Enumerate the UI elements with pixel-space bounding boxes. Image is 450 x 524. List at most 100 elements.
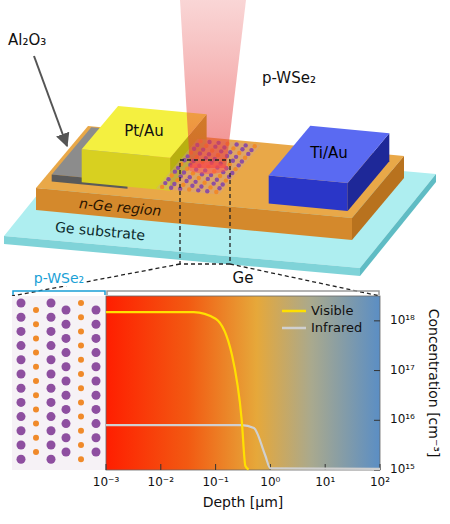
atom (199, 184, 203, 188)
atom (220, 182, 224, 186)
atom (190, 183, 194, 187)
atom (231, 158, 235, 162)
atom (17, 398, 26, 407)
plot-frame (106, 296, 380, 470)
atom (181, 183, 185, 187)
atom (188, 175, 192, 179)
layer-label: Pt/Au (124, 123, 164, 140)
x-tick (106, 464, 107, 470)
tick-label: 10⁰ (260, 476, 280, 490)
atom (173, 169, 177, 173)
atom (196, 188, 200, 192)
beam-spot (188, 162, 228, 174)
atom (33, 435, 39, 441)
atom (92, 433, 101, 442)
atom (78, 371, 84, 377)
atom (163, 181, 167, 185)
atom (62, 433, 71, 442)
atom (17, 313, 26, 322)
atom (246, 152, 250, 156)
atom (33, 421, 39, 427)
atom (92, 306, 101, 315)
atom (169, 186, 173, 190)
tick-label: 10¹ (315, 476, 335, 490)
atom (78, 343, 84, 349)
atom (237, 151, 241, 155)
atom (47, 412, 56, 421)
atom (78, 428, 84, 434)
atom (182, 170, 186, 174)
atom (252, 144, 256, 148)
layer-label: Ti/Au (310, 145, 348, 162)
tick-label: 10⁻² (148, 476, 174, 490)
atom (62, 362, 71, 371)
tick-label: 10¹⁵ (390, 463, 415, 477)
atom (206, 177, 210, 181)
legend-sample (282, 327, 306, 330)
atom (170, 173, 174, 177)
atom (33, 449, 39, 455)
tiau-top (269, 126, 390, 183)
atom (236, 163, 240, 167)
atom (47, 455, 56, 464)
atom (17, 341, 26, 350)
plot-background (106, 296, 380, 470)
atom (92, 405, 101, 414)
tick-label: 10¹⁷ (390, 364, 415, 378)
tick-label: 10² (370, 476, 390, 490)
atom (92, 377, 101, 386)
tick-label: 10¹⁸ (390, 314, 415, 328)
atom (208, 185, 212, 189)
atom (92, 334, 101, 343)
atom (92, 348, 101, 357)
legend-label: Visible (311, 304, 353, 319)
atom (47, 299, 56, 308)
tick-label: 10⁻¹ (202, 476, 228, 490)
atom (249, 148, 253, 152)
atom (62, 306, 71, 315)
atom (62, 419, 71, 428)
axis-title: Concentration [cm⁻³] (426, 309, 442, 458)
atom (47, 370, 56, 379)
atom (17, 327, 26, 336)
atom (92, 419, 101, 428)
axis-title: Depth [μm] (203, 494, 284, 510)
atom (78, 314, 84, 320)
ge-bracket (107, 291, 379, 295)
wse2-bracket (13, 291, 105, 295)
atom (47, 398, 56, 407)
atom (33, 321, 39, 327)
atom (33, 307, 39, 313)
atom (197, 176, 201, 180)
legend-sample (282, 310, 306, 313)
atom (47, 313, 56, 322)
atom (240, 147, 244, 151)
atom (62, 391, 71, 400)
atom (92, 391, 101, 400)
atom (78, 399, 84, 405)
atom (231, 146, 235, 150)
atom (47, 426, 56, 435)
atom (92, 320, 101, 329)
atom (228, 150, 232, 154)
atom (17, 455, 26, 464)
atom (47, 355, 56, 364)
atom (78, 456, 84, 462)
contact-label-box: Ti/Au (306, 143, 352, 164)
atom (33, 350, 39, 356)
atom (243, 143, 247, 147)
material-label: Ge (231, 270, 256, 287)
atom (92, 362, 101, 371)
atom (211, 181, 215, 185)
atom (62, 405, 71, 414)
atom (62, 377, 71, 386)
atom (179, 174, 183, 178)
atom (78, 300, 84, 306)
atom (47, 384, 56, 393)
atom (47, 327, 56, 336)
y-tick (374, 420, 380, 421)
atom (62, 348, 71, 357)
atom (202, 181, 206, 185)
